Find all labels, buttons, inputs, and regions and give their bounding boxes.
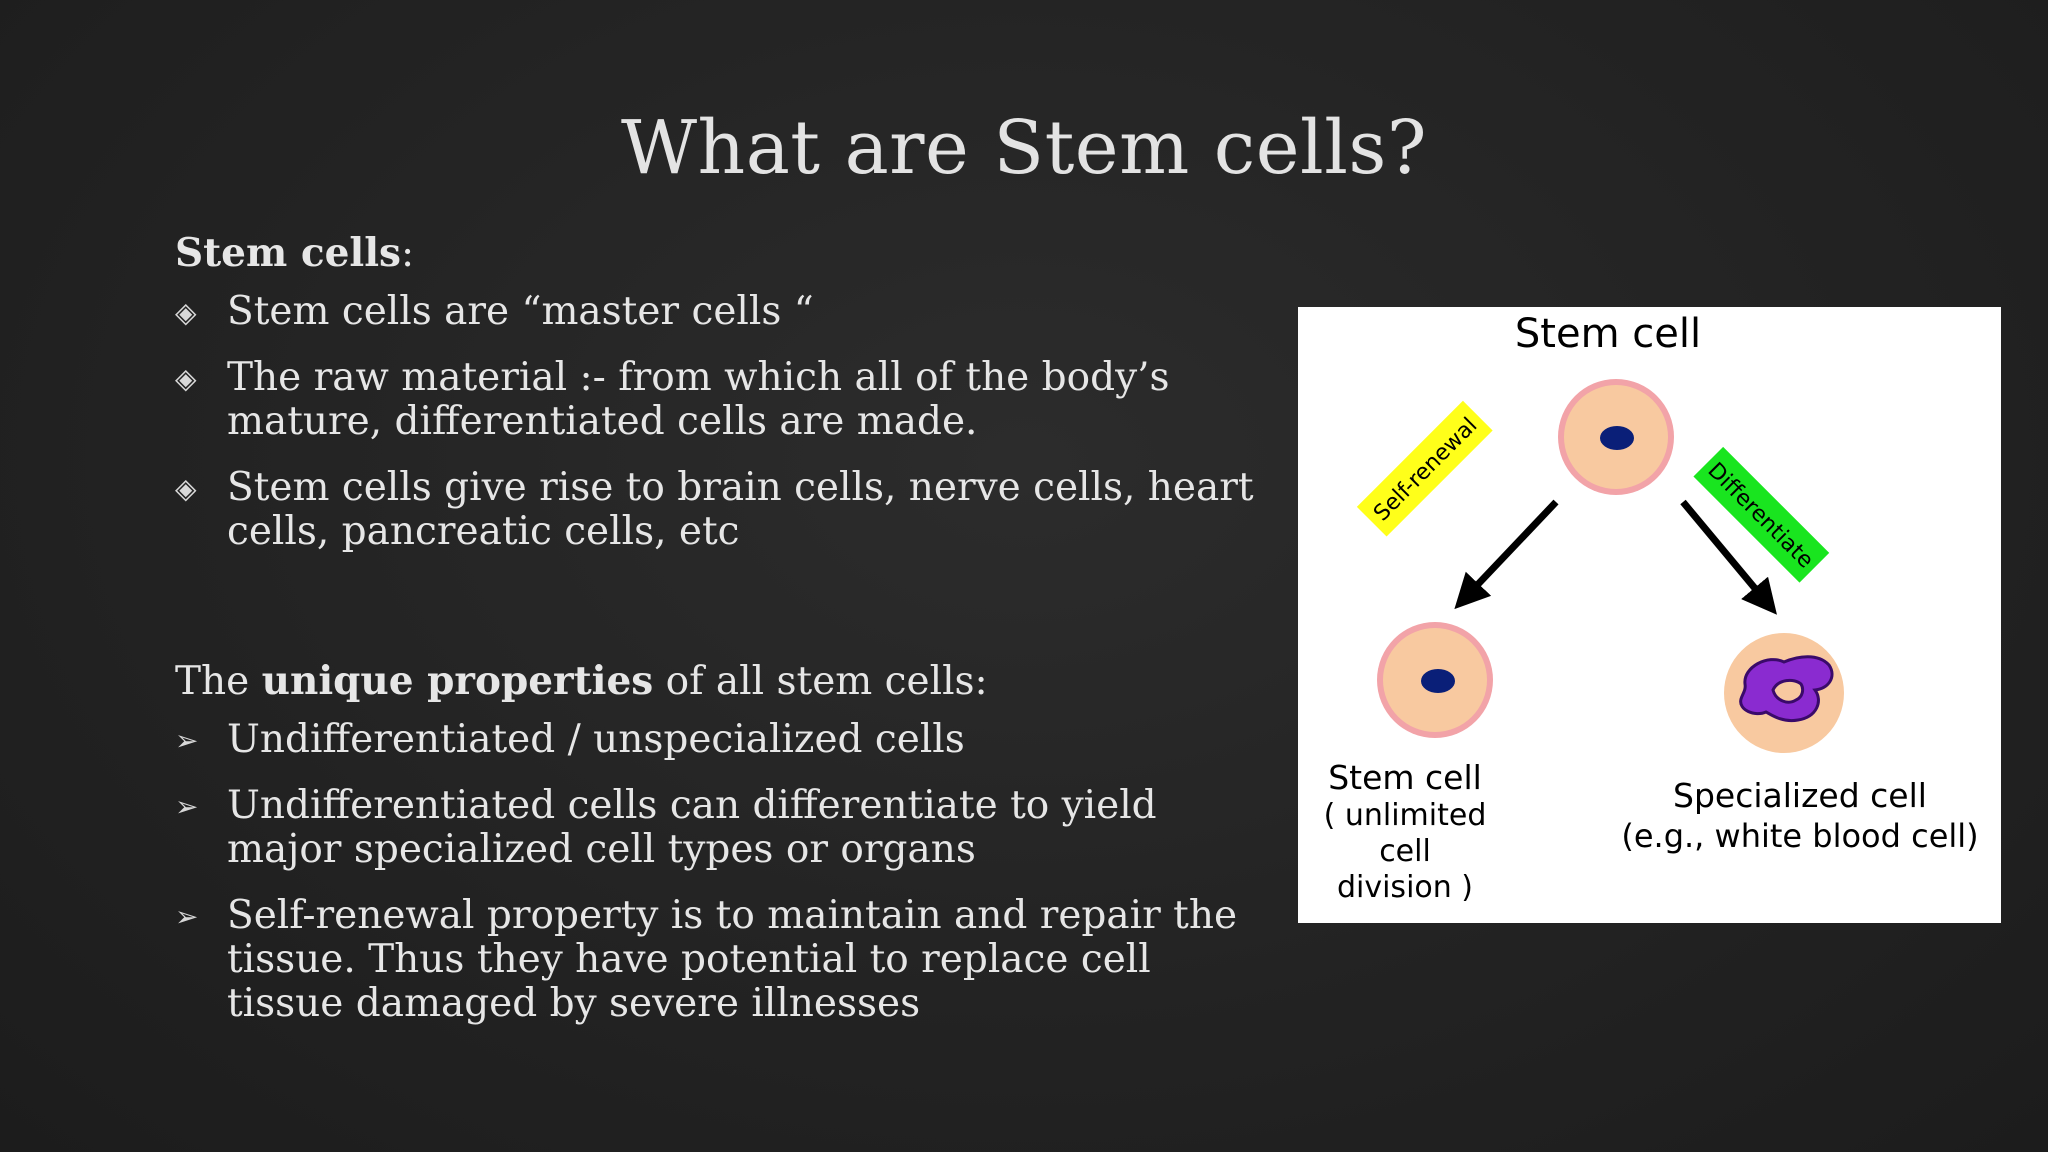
self-renewal-tag: Self-renewal (1356, 400, 1493, 537)
differentiate-label: Differentiate (1703, 458, 1818, 573)
list-item: ◈ Stem cells are “master cells “ (175, 290, 1255, 334)
slide-content: Stem cells: ◈ Stem cells are “master cell… (175, 230, 1255, 1048)
section2-heading-pre: The (175, 659, 262, 704)
bullet-text: Stem cells are “master cells “ (227, 289, 814, 334)
bullet-text: Self-renewal property is to maintain and… (227, 893, 1238, 1026)
bullet-text: Undifferentiated cells can differentiate… (227, 783, 1157, 872)
stem-cell-diagram-svg: Stem cell Self-renewal Differentiate (1324, 311, 1979, 905)
diamond-bullet-icon: ◈ (175, 472, 197, 505)
bullet-text: Undifferentiated / unspecialized cells (227, 717, 965, 762)
arrowhead-bullet-icon: ➢ (175, 724, 199, 757)
self-renewal-label: Self-renewal (1369, 413, 1482, 526)
specialized-cell-icon (1724, 633, 1844, 753)
bullet-text: The raw material :- from which all of th… (227, 355, 1170, 444)
section1-heading: Stem cells: (175, 230, 1255, 276)
bullet-text: Stem cells give rise to brain cells, ner… (227, 465, 1254, 554)
differentiate-tag: Differentiate (1693, 446, 1830, 583)
spacer (175, 576, 1255, 658)
slide-title: What are Stem cells? (620, 105, 1428, 191)
daughter-cell-label-line1: Stem cell (1328, 758, 1482, 797)
section1-heading-bold: Stem cells (175, 230, 401, 276)
arrowhead-bullet-icon: ➢ (175, 900, 199, 933)
section2-heading: The unique properties of all stem cells: (175, 658, 1255, 704)
section2-heading-bold: unique properties (261, 658, 654, 704)
daughter-cell-label-line2: ( unlimited (1324, 798, 1487, 833)
daughter-cell-label-line3: cell (1379, 834, 1431, 869)
top-stem-cell-icon (1558, 379, 1674, 495)
section1-heading-rest: : (400, 231, 415, 276)
section1-bullet-list: ◈ Stem cells are “master cells “ ◈ The raw… (175, 290, 1255, 554)
list-item: ◈ Stem cells give rise to brain cells, ne… (175, 466, 1255, 554)
self-renewal-arrow-icon (1454, 499, 1559, 610)
top-stem-cell-label: Stem cell (1515, 311, 1701, 357)
daughter-stem-cell-icon (1377, 622, 1493, 738)
stem-cell-diagram: Stem cell Self-renewal Differentiate (1298, 307, 2001, 923)
section2-heading-post: of all stem cells: (653, 659, 988, 704)
specialized-cell-label-line2: (e.g., white blood cell) (1621, 817, 1978, 855)
list-item: ◈ The raw material :- from which all of t… (175, 356, 1255, 444)
diamond-bullet-icon: ◈ (175, 362, 197, 395)
specialized-cell-label-line1: Specialized cell (1673, 776, 1927, 815)
list-item: ➢ Self-renewal property is to maintain an… (175, 894, 1255, 1026)
differentiate-arrow-icon (1680, 499, 1777, 615)
diamond-bullet-icon: ◈ (175, 296, 197, 329)
list-item: ➢ Undifferentiated / unspecialized cells (175, 718, 1255, 762)
section2-bullet-list: ➢Undifferentiated / unspecialized cells … (175, 718, 1255, 1026)
arrowhead-bullet-icon: ➢ (175, 790, 199, 823)
daughter-cell-label-line4: division ) (1337, 870, 1473, 905)
list-item: ➢ Undifferentiated cells can differentiat… (175, 784, 1255, 872)
